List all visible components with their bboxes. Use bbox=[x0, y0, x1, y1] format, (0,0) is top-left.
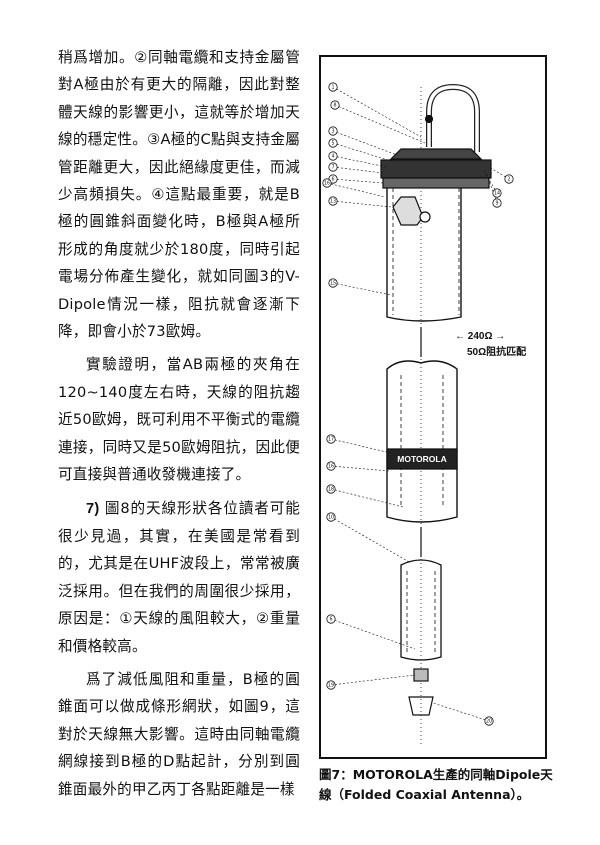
callout-number: 9 bbox=[495, 201, 498, 207]
callout-circle bbox=[328, 138, 338, 148]
callout-number: 16 bbox=[324, 181, 330, 187]
callout-number: 15 bbox=[330, 281, 336, 287]
callout-number: 6 bbox=[331, 177, 334, 183]
callout-number: 4 bbox=[331, 154, 334, 160]
callout-number: 17 bbox=[328, 437, 334, 443]
callout-circle bbox=[328, 162, 338, 172]
callout-circle bbox=[326, 512, 336, 522]
motorola-label: MOTOROLA bbox=[397, 454, 446, 464]
callout-number: 20 bbox=[486, 719, 492, 725]
item-number: 7) bbox=[86, 500, 100, 517]
annotation-impedance: ← 240Ω → 50Ω阻抗匹配 bbox=[455, 331, 526, 358]
paragraph-1: 稍爲增加。②同軸電纜和支持金屬管對A極由於有更大的隔離，因此對整體天線的影響更小… bbox=[58, 49, 300, 341]
paragraph-2: 實驗證明，當AB兩極的夾角在120~140度左右時，天線的阻抗趨近50歐姆，既可… bbox=[58, 356, 300, 484]
callout-circle bbox=[326, 434, 336, 444]
callout-circle bbox=[322, 178, 332, 188]
caption-line-1: 圖7：MOTOROLA生產的同軸Dipole天 bbox=[319, 767, 553, 782]
callout-number: 13 bbox=[330, 199, 336, 205]
leader-lines bbox=[326, 86, 510, 722]
callout-circle bbox=[504, 174, 514, 184]
callout-number: 18 bbox=[328, 487, 334, 493]
antenna-diagram: ← 240Ω → 50Ω阻抗匹配 MOTOROLA 18354761613142… bbox=[322, 82, 526, 747]
callout-circle bbox=[328, 126, 338, 136]
callout-number: 2 bbox=[507, 177, 510, 183]
callout-circle bbox=[328, 196, 338, 206]
callout-circle bbox=[328, 278, 338, 288]
svg-text:← 240Ω →: ← 240Ω → bbox=[455, 331, 505, 342]
body-text-column: 稍爲增加。②同軸電纜和支持金屬管對A極由於有更大的隔離，因此對整體天線的影響更小… bbox=[58, 44, 300, 803]
antenna-drawing bbox=[380, 83, 492, 747]
paragraph-3: 7) 圖8的天線形狀各位讀者可能很少見過，其實，在美國是常看到的，尤其是在UHF… bbox=[58, 495, 300, 660]
callout-number: 3 bbox=[331, 129, 334, 135]
callout-circle bbox=[326, 461, 336, 471]
callout-number: 14 bbox=[494, 191, 500, 197]
figure-frame bbox=[319, 55, 547, 759]
svg-text:50Ω阻抗匹配: 50Ω阻抗匹配 bbox=[467, 345, 526, 358]
figure-caption: 圖7：MOTOROLA生產的同軸Dipole天 線（Folded Coaxial… bbox=[319, 765, 559, 805]
callout-number: 6 bbox=[329, 617, 332, 623]
callout-number: 16 bbox=[328, 464, 334, 470]
callout-circle bbox=[326, 484, 336, 494]
callout-circle bbox=[492, 198, 502, 208]
callout-number: 5 bbox=[331, 141, 334, 147]
callout-number: 10 bbox=[328, 515, 334, 521]
callout-circle bbox=[328, 151, 338, 161]
callout-number: 8 bbox=[333, 103, 336, 109]
callout-circle bbox=[328, 82, 338, 92]
callout-number: 19 bbox=[328, 683, 334, 689]
callout-circle bbox=[330, 100, 340, 110]
callout-circle bbox=[326, 680, 336, 690]
callout-circle bbox=[492, 188, 502, 198]
caption-line-2: 線（Folded Coaxial Antenna）。 bbox=[319, 787, 530, 802]
callout-number: 1 bbox=[331, 85, 334, 91]
paragraph-4: 爲了減低風阻和重量，B極的圓錐面可以做成條形網狀，如圖9，這對於天線無大影響。這… bbox=[58, 670, 300, 798]
callout-circle bbox=[326, 614, 336, 624]
paragraph-3-text: 圖8的天線形狀各位讀者可能很少見過，其實，在美國是常看到的，尤其是在UHF波段上… bbox=[58, 499, 300, 655]
callout-number: 7 bbox=[331, 165, 334, 171]
callout-circle bbox=[484, 716, 494, 726]
